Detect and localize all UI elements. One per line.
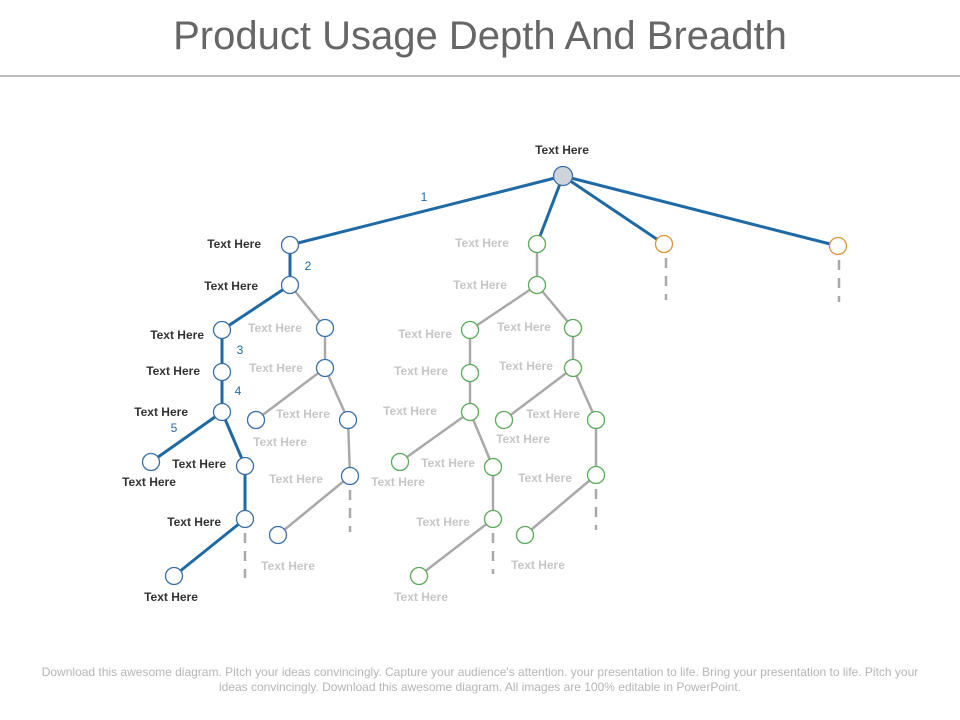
highlighted-path-line bbox=[150, 410, 223, 464]
connector-line bbox=[323, 367, 350, 421]
tree-node bbox=[280, 275, 300, 295]
tree-node bbox=[460, 320, 480, 340]
node-label: Text Here bbox=[453, 278, 507, 292]
node-label: Text Here bbox=[535, 143, 589, 157]
tree-node bbox=[515, 525, 535, 545]
node-label: Text Here bbox=[248, 321, 302, 335]
highlighted-path-line bbox=[173, 517, 246, 578]
node-label: Text Here bbox=[394, 590, 448, 604]
node-label: Text Here bbox=[455, 236, 509, 250]
connector-line bbox=[536, 284, 574, 329]
tree-node bbox=[164, 566, 184, 586]
node-label: Text Here bbox=[134, 405, 188, 419]
connector-line bbox=[571, 367, 598, 421]
connector-line bbox=[277, 475, 351, 536]
tree-node bbox=[654, 234, 674, 254]
node-label: Text Here bbox=[496, 432, 550, 446]
tree-node bbox=[586, 465, 606, 485]
node-label: Text Here bbox=[526, 407, 580, 421]
highlighted-path-line bbox=[535, 175, 565, 245]
path-step-number: 2 bbox=[305, 259, 312, 273]
tree-node bbox=[340, 466, 360, 486]
connector-line bbox=[289, 284, 326, 329]
highlighted-path-line bbox=[221, 283, 291, 332]
connector-line bbox=[255, 367, 326, 421]
tree-node bbox=[409, 566, 429, 586]
footer-note: Download this awesome diagram. Pitch you… bbox=[41, 665, 919, 694]
node-label: Text Here bbox=[497, 320, 551, 334]
connector-line bbox=[468, 411, 495, 468]
node-label: Text Here bbox=[383, 404, 437, 418]
node-label: Text Here bbox=[421, 456, 475, 470]
highlighted-path-line bbox=[289, 174, 564, 247]
node-label: Text Here bbox=[511, 558, 565, 572]
node-label: Text Here bbox=[269, 472, 323, 486]
tree-node bbox=[563, 358, 583, 378]
tree-node bbox=[315, 318, 335, 338]
highlighted-path-line bbox=[562, 174, 839, 248]
tree-node bbox=[483, 509, 503, 529]
tree-node bbox=[460, 402, 480, 422]
tree-node bbox=[246, 410, 266, 430]
node-label: Text Here bbox=[398, 327, 452, 341]
connector-line bbox=[524, 474, 597, 536]
connector-line bbox=[346, 419, 352, 477]
tree-node bbox=[527, 275, 547, 295]
connector-line bbox=[418, 518, 494, 577]
tree-node bbox=[141, 452, 161, 472]
node-label: Text Here bbox=[416, 515, 470, 529]
tree-node bbox=[280, 235, 300, 255]
tree-node bbox=[527, 234, 547, 254]
node-label: Text Here bbox=[518, 471, 572, 485]
page-title: Product Usage Depth And Breadth bbox=[173, 14, 787, 58]
tree-node bbox=[235, 509, 255, 529]
node-label: Text Here bbox=[144, 590, 198, 604]
tree-node bbox=[390, 452, 410, 472]
node-label: Text Here bbox=[253, 435, 307, 449]
node-label: Text Here bbox=[261, 559, 315, 573]
tree-node bbox=[483, 457, 503, 477]
tree-node bbox=[828, 236, 848, 256]
node-label: Text Here bbox=[394, 364, 448, 378]
tree-node bbox=[460, 363, 480, 383]
connector-line bbox=[469, 283, 538, 332]
tree-node bbox=[212, 320, 232, 340]
node-label: Text Here bbox=[167, 515, 221, 529]
node-label: Text Here bbox=[122, 475, 176, 489]
node-label: Text Here bbox=[249, 361, 303, 375]
path-step-number: 1 bbox=[421, 190, 428, 204]
tree-node bbox=[338, 410, 358, 430]
tree-root-node bbox=[552, 165, 574, 187]
tree-node bbox=[235, 456, 255, 476]
tree-node bbox=[586, 410, 606, 430]
path-step-number: 4 bbox=[235, 384, 242, 398]
tree-node bbox=[212, 402, 232, 422]
tree-node bbox=[212, 362, 232, 382]
tree-node bbox=[494, 410, 514, 430]
node-label: Text Here bbox=[204, 279, 258, 293]
tree-node bbox=[315, 358, 335, 378]
tree-node bbox=[268, 525, 288, 545]
title-divider bbox=[0, 75, 960, 77]
node-label: Text Here bbox=[146, 364, 200, 378]
node-label: Text Here bbox=[371, 475, 425, 489]
node-label: Text Here bbox=[172, 457, 226, 471]
path-step-number: 3 bbox=[237, 343, 244, 357]
highlighted-path-line bbox=[220, 411, 247, 467]
highlighted-path-line bbox=[562, 174, 665, 246]
path-step-number: 5 bbox=[171, 421, 178, 435]
tree-node bbox=[563, 318, 583, 338]
node-label: Text Here bbox=[150, 328, 204, 342]
connector-line bbox=[503, 367, 574, 421]
node-label: Text Here bbox=[207, 237, 261, 251]
connector-line bbox=[399, 410, 471, 464]
node-label: Text Here bbox=[499, 359, 553, 373]
node-label: Text Here bbox=[276, 407, 330, 421]
